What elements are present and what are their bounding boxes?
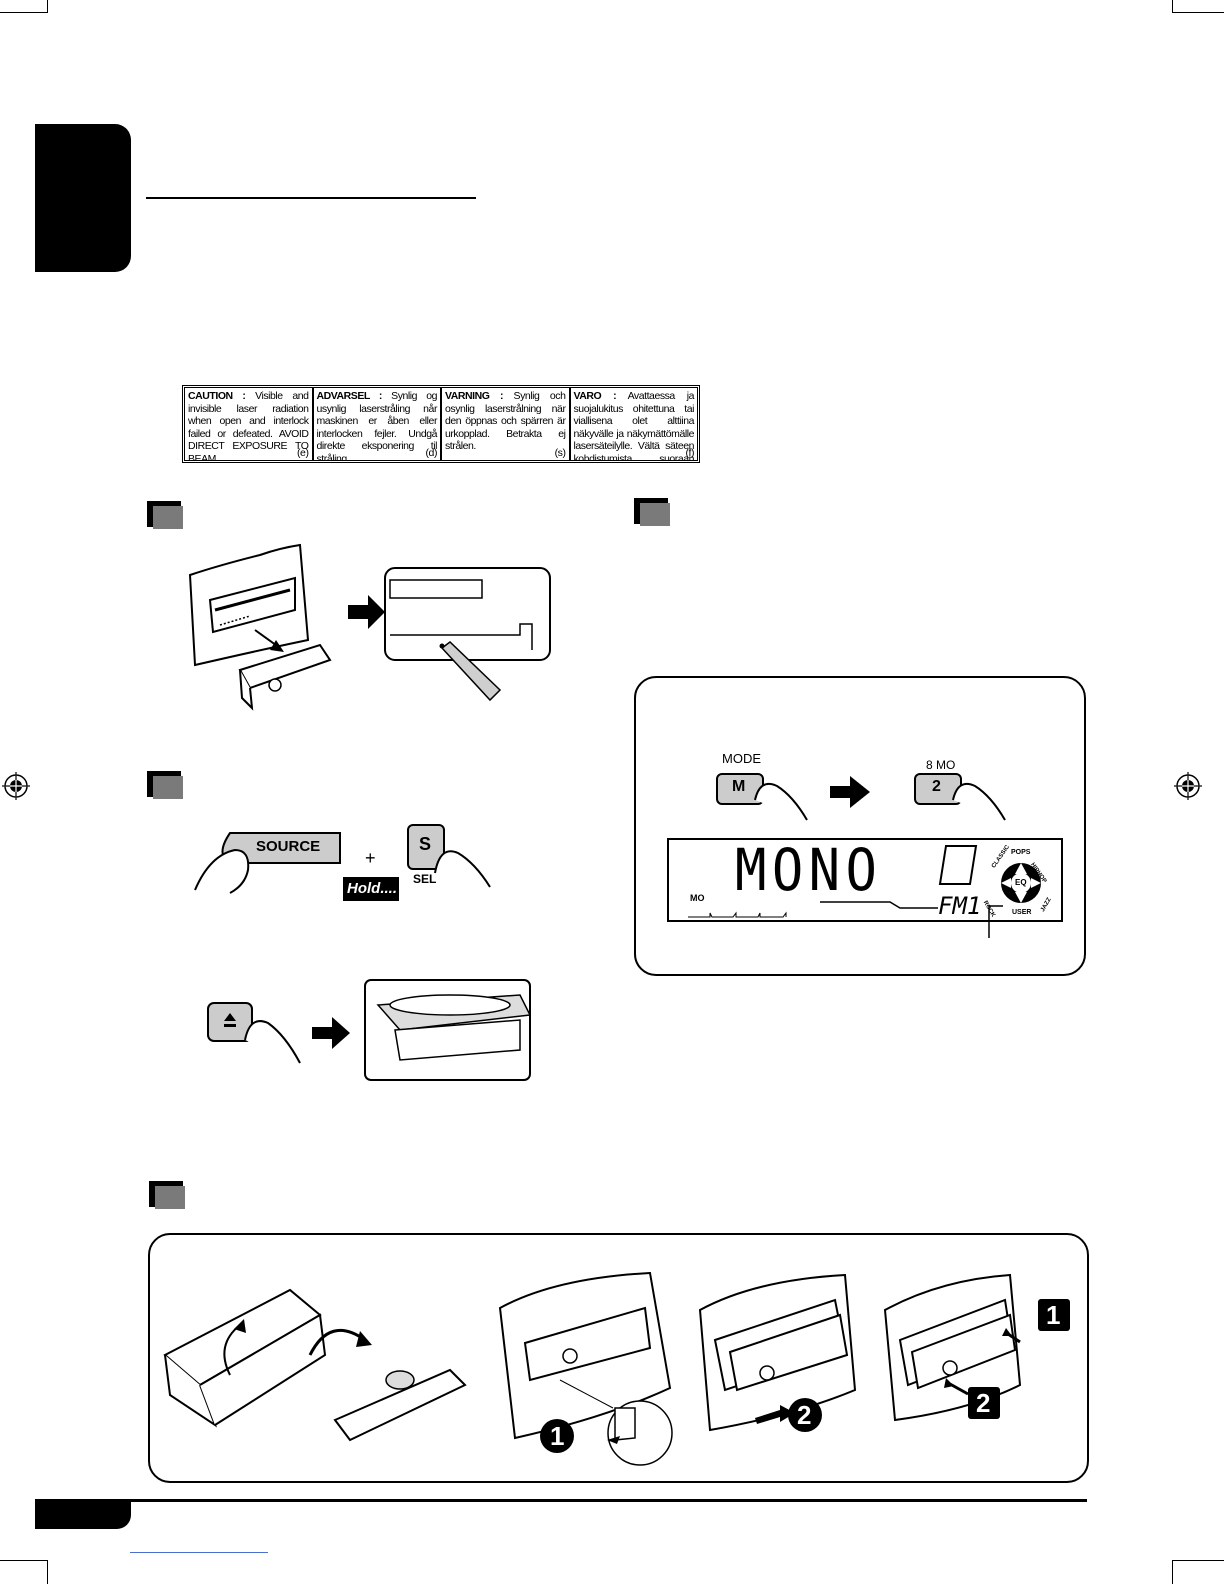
source-sel-illustration (194, 824, 491, 894)
crop-mark-bl-h (0, 1560, 48, 1561)
laser-caution-label: CAUTION : Visible and invisible laser ra… (182, 385, 700, 463)
detach-step-illustration (498, 1271, 673, 1466)
crop-mark-br-h (1172, 1560, 1224, 1561)
page-number-tab (35, 1501, 131, 1529)
preset-top-label: 8 MO (926, 758, 956, 772)
language-tab (35, 124, 131, 272)
crop-mark-tr-v (1172, 0, 1173, 12)
source-button-label: SOURCE (256, 838, 321, 855)
hold-label: Hold.... (347, 880, 397, 897)
attach-step-one-label: 1 (1046, 1300, 1061, 1330)
two-button-label: 2 (932, 778, 941, 795)
lcd-main-text: MONO (735, 836, 883, 904)
step-one-circle (540, 1419, 574, 1453)
section-marker-right (634, 498, 670, 526)
attach-step-two-label: 2 (976, 1388, 991, 1418)
attach-step-illustration (883, 1273, 1022, 1422)
crop-mark-tl-v (47, 0, 48, 12)
caution-body: Visible and invisible laser radiation wh… (188, 390, 309, 460)
plus-sign: + (365, 848, 376, 868)
hold-badge (343, 877, 399, 901)
caution-code: (f) (685, 446, 694, 459)
caution-body: Synlig och osynlig laserstrålning när de… (445, 390, 566, 452)
crop-mark-bl-v (47, 1560, 48, 1584)
crop-mark-tl-h (0, 12, 48, 13)
section-marker-panel (149, 1181, 185, 1209)
caution-code: (d) (425, 446, 438, 459)
slide-step-illustration (698, 1273, 857, 1432)
s-button-label: S (419, 834, 432, 854)
mode-label: MODE (722, 751, 761, 766)
caution-heading: VARO : (573, 390, 617, 402)
faceplate-panel (148, 1233, 1089, 1483)
step-two-circle (788, 1398, 822, 1432)
step-two-label: 2 (797, 1400, 812, 1430)
caution-cell-english: CAUTION : Visible and invisible laser ra… (185, 388, 314, 460)
caution-heading: ADVARSEL : (316, 390, 383, 402)
mode-buttons-illustration (716, 773, 1006, 821)
eq-label: EQ (1015, 878, 1027, 887)
registration-mark-left (2, 772, 30, 800)
eject-illustration (207, 979, 532, 1081)
registration-mark-right (1174, 772, 1202, 800)
title-underline (146, 197, 476, 199)
attach-step-one-box (1038, 1299, 1070, 1331)
caution-body: Synlig og usynlig laserstråling når mask… (316, 390, 438, 460)
section-marker-reset (147, 501, 183, 529)
section-marker-source (147, 771, 183, 799)
caution-code: (e) (297, 446, 309, 459)
crop-mark-br-v (1172, 1560, 1173, 1584)
lcd-disc-icon (938, 845, 978, 885)
caution-heading: VARNING : (445, 390, 504, 402)
eq-mode-user: USER (1012, 909, 1032, 916)
caution-cell-finnish: VARO : Avattaessa ja suojalukitus ohitet… (571, 388, 698, 460)
attach-step-two-box (968, 1387, 1000, 1419)
crop-mark-tr-h (1172, 12, 1224, 13)
footer-rule (35, 1499, 1087, 1502)
m-button-label: M (732, 778, 746, 795)
lcd-display (667, 838, 1063, 922)
mono-panel (634, 676, 1086, 976)
caution-body: Avattaessa ja suojalukitus ohitettuna ta… (573, 390, 695, 460)
footer-link-underline (130, 1552, 268, 1553)
lcd-band-text: FM1 (938, 892, 982, 920)
caution-code: (s) (554, 446, 566, 459)
caution-cell-swedish: VARNING : Synlig och osynlig laserstråln… (442, 388, 571, 460)
lcd-level-bars (688, 911, 787, 918)
sel-label: SEL (413, 872, 437, 886)
lcd-eq-wheel (1001, 863, 1041, 903)
lcd-decor-line (820, 901, 938, 909)
faceplate-case-illustration (163, 1288, 467, 1442)
lcd-callout-line (988, 905, 1003, 938)
step-one-label: 1 (550, 1421, 565, 1451)
caution-cell-danish: ADVARSEL : Synlig og usynlig laserstråli… (314, 388, 442, 460)
caution-heading: CAUTION : (188, 390, 246, 402)
eq-mode-pops: POPS (1011, 849, 1031, 856)
reset-illustration (188, 543, 551, 711)
lcd-mo-indicator: MO (690, 893, 705, 903)
